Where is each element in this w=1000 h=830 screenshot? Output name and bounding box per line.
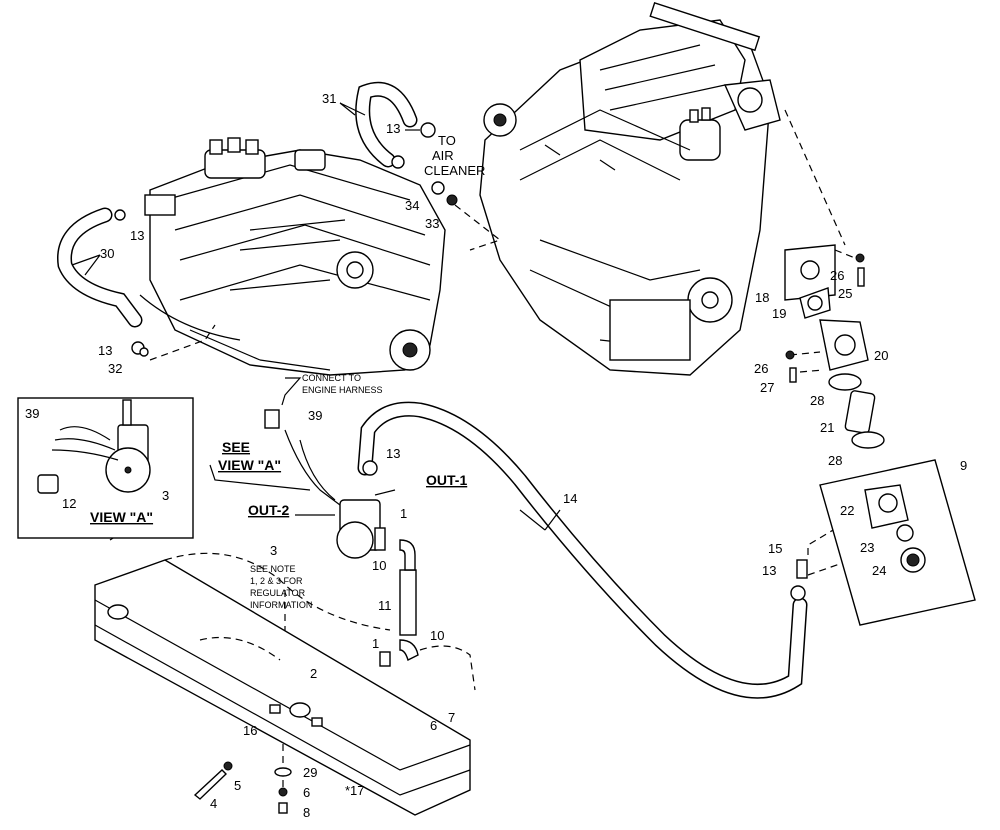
label-28-b: 28 xyxy=(828,453,842,468)
label-19: 19 xyxy=(772,306,786,321)
label-26-b: 26 xyxy=(754,361,768,376)
label-5: 5 xyxy=(234,778,241,793)
label-leaders xyxy=(71,102,561,531)
label-to-air-cleaner-3: CLEANER xyxy=(424,163,485,178)
label-3-main: 3 xyxy=(270,543,277,558)
view-a-inset xyxy=(17,397,194,539)
label-13-mid: 13 xyxy=(386,446,400,461)
bottom-hardware xyxy=(193,761,292,814)
label-31: 31 xyxy=(322,91,336,106)
label-13-left: 13 xyxy=(130,228,144,243)
label-connect-2: ENGINE HARNESS xyxy=(302,385,383,395)
label-39-main: 39 xyxy=(308,408,322,423)
label-15: 15 xyxy=(768,541,782,556)
label-30: 30 xyxy=(100,246,114,261)
inset-label-12: 12 xyxy=(62,496,76,511)
label-21: 21 xyxy=(820,420,834,435)
label-13-low: 13 xyxy=(98,343,112,358)
label-to-air-cleaner-1: TO xyxy=(438,133,456,148)
label-29: 29 xyxy=(303,765,317,780)
label-18: 18 xyxy=(755,290,769,305)
label-note-1: SEE NOTE xyxy=(250,564,296,574)
label-32: 32 xyxy=(108,361,122,376)
callout-labels: 31 13 TO AIR CLEANER 34 33 13 30 13 32 2… xyxy=(25,91,967,820)
label-note-4: INFORMATION xyxy=(250,600,312,610)
engine-right xyxy=(479,2,781,376)
label-33: 33 xyxy=(425,216,439,231)
label-1-top: 1 xyxy=(400,506,407,521)
fittings xyxy=(114,122,808,601)
label-22: 22 xyxy=(840,503,854,518)
label-2: 2 xyxy=(310,666,317,681)
label-7: 7 xyxy=(448,710,455,725)
label-to-air-cleaner-2: AIR xyxy=(432,148,454,163)
label-24: 24 xyxy=(872,563,886,578)
label-11: 11 xyxy=(378,598,392,613)
label-9: 9 xyxy=(960,458,967,473)
inset-label-39: 39 xyxy=(25,406,39,421)
engine-left xyxy=(139,137,446,376)
label-13-right: 13 xyxy=(762,563,776,578)
label-34: 34 xyxy=(405,198,419,213)
label-26-a: 26 xyxy=(830,268,844,283)
label-see: SEE xyxy=(222,439,250,455)
label-10-low: 10 xyxy=(430,628,444,643)
hoses xyxy=(57,81,808,699)
label-14: 14 xyxy=(563,491,577,506)
label-16: 16 xyxy=(243,723,257,738)
label-13-top: 13 xyxy=(386,121,400,136)
label-8: 8 xyxy=(303,805,310,820)
label-4: 4 xyxy=(210,796,217,811)
label-1-low: 1 xyxy=(372,636,379,651)
label-10-top: 10 xyxy=(372,558,386,573)
label-23: 23 xyxy=(860,540,874,555)
label-17: *17 xyxy=(345,783,365,798)
label-6-b: 6 xyxy=(303,785,310,800)
label-20: 20 xyxy=(874,348,888,363)
label-28-a: 28 xyxy=(810,393,824,408)
label-out-2: OUT-2 xyxy=(248,502,289,518)
inset-label-view-a: VIEW "A" xyxy=(90,509,153,525)
label-note-3: REGULATOR xyxy=(250,588,306,598)
label-view-a: VIEW "A" xyxy=(218,457,281,473)
throttle-parts xyxy=(784,244,885,449)
label-27: 27 xyxy=(760,380,774,395)
label-note-2: 1, 2 & 3 FOR xyxy=(250,576,303,586)
label-25: 25 xyxy=(838,286,852,301)
inset-label-3: 3 xyxy=(162,488,169,503)
label-connect-1: CONNECT TO xyxy=(302,373,361,383)
label-out-1: OUT-1 xyxy=(426,472,467,488)
assembly-box-9 xyxy=(819,459,976,626)
label-6-a: 6 xyxy=(430,718,437,733)
